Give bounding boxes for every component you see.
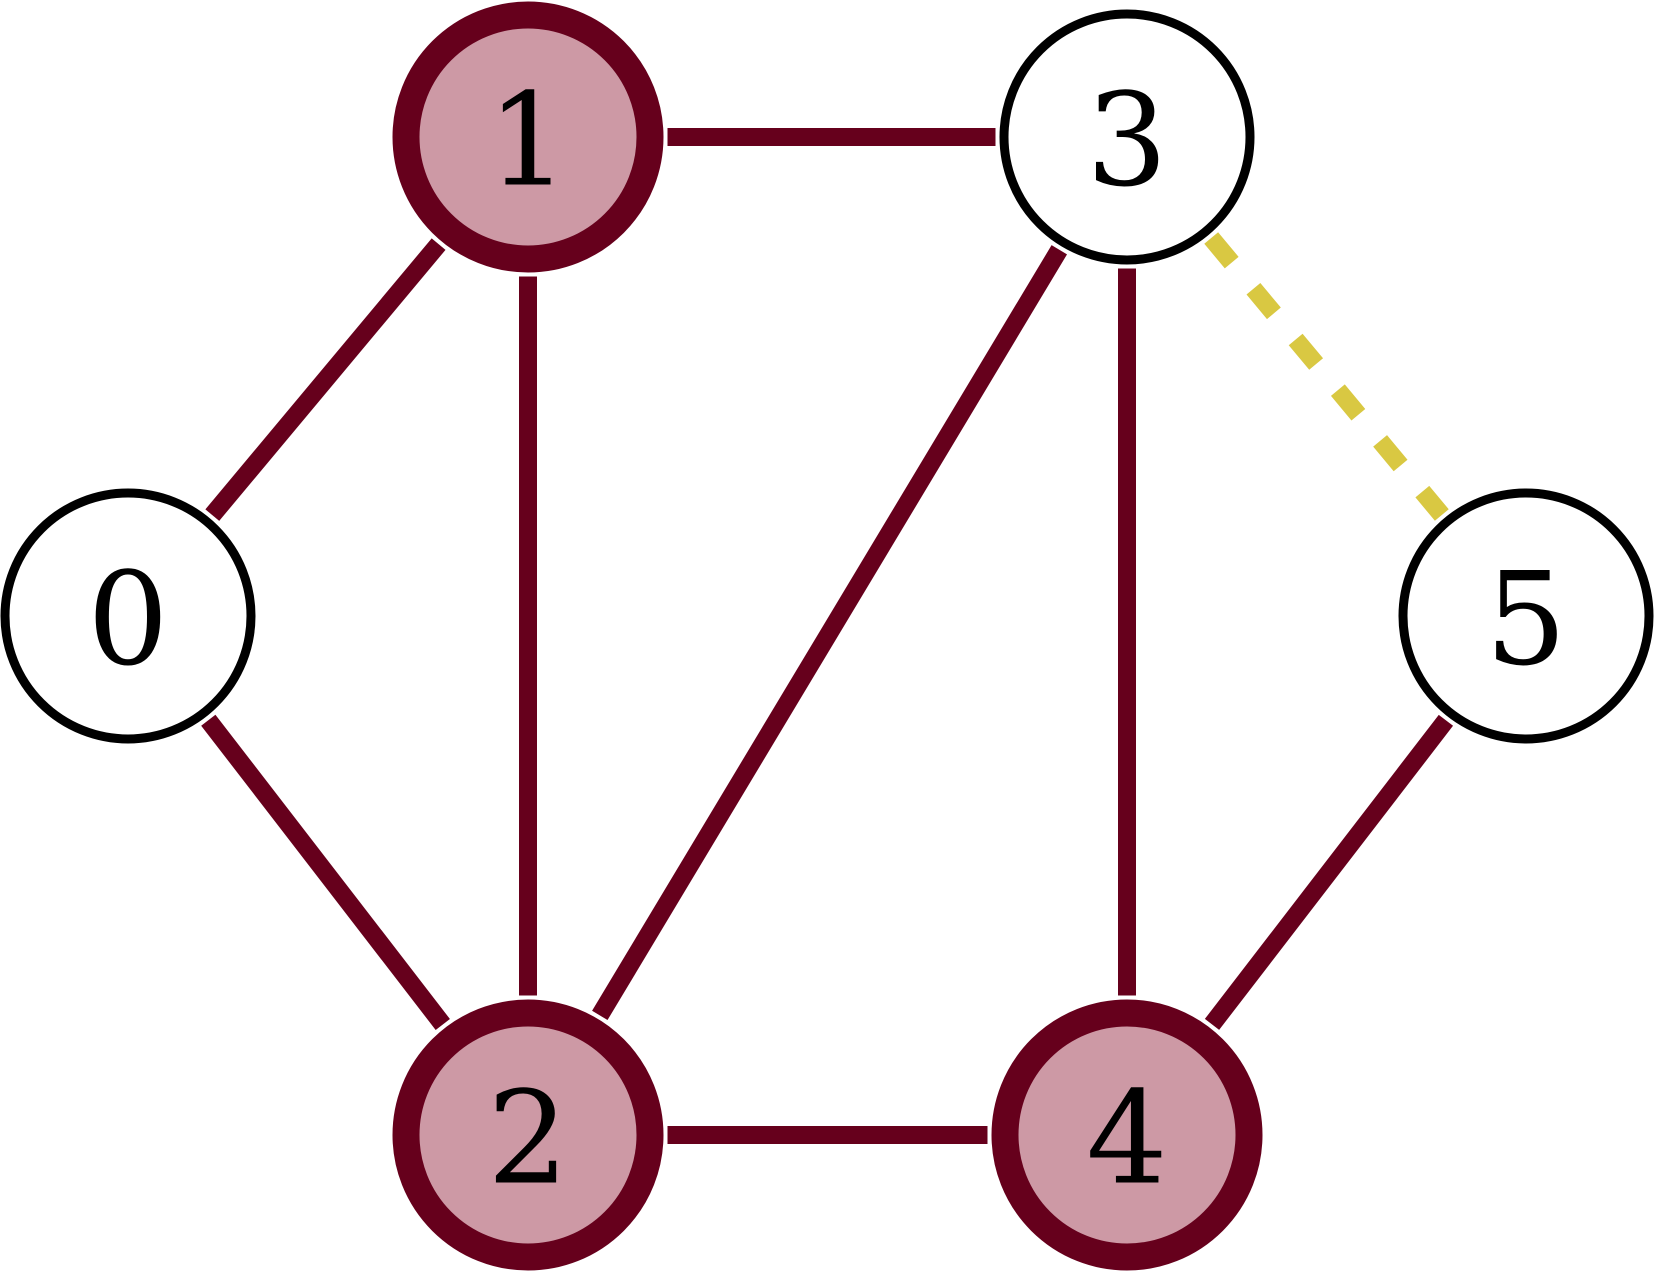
node-circle-0 xyxy=(0,488,256,744)
node-label-3: 3 xyxy=(1086,67,1167,216)
edge-3-5 xyxy=(1204,232,1449,521)
node-label-5: 5 xyxy=(1485,546,1566,695)
edges-layer xyxy=(201,128,1454,1144)
node-0: 0 xyxy=(0,488,256,744)
edge-0-2 xyxy=(201,714,450,1030)
node-label-1: 1 xyxy=(487,67,568,216)
node-2: 2 xyxy=(392,999,664,1271)
edge-2-3 xyxy=(592,245,1068,1021)
node-circle-1 xyxy=(392,1,664,273)
node-label-0: 0 xyxy=(87,546,168,695)
node-circle-3 xyxy=(999,9,1255,265)
edge-4-5 xyxy=(1204,714,1454,1030)
node-4: 4 xyxy=(991,999,1263,1271)
node-circle-4 xyxy=(991,999,1263,1271)
edge-0-1 xyxy=(205,238,446,521)
node-1: 1 xyxy=(392,1,664,273)
node-5: 5 xyxy=(1398,488,1654,744)
node-circle-2 xyxy=(392,999,664,1271)
node-3: 3 xyxy=(999,9,1255,265)
node-label-2: 2 xyxy=(487,1065,568,1214)
node-label-4: 4 xyxy=(1086,1065,1167,1214)
node-circle-5 xyxy=(1398,488,1654,744)
